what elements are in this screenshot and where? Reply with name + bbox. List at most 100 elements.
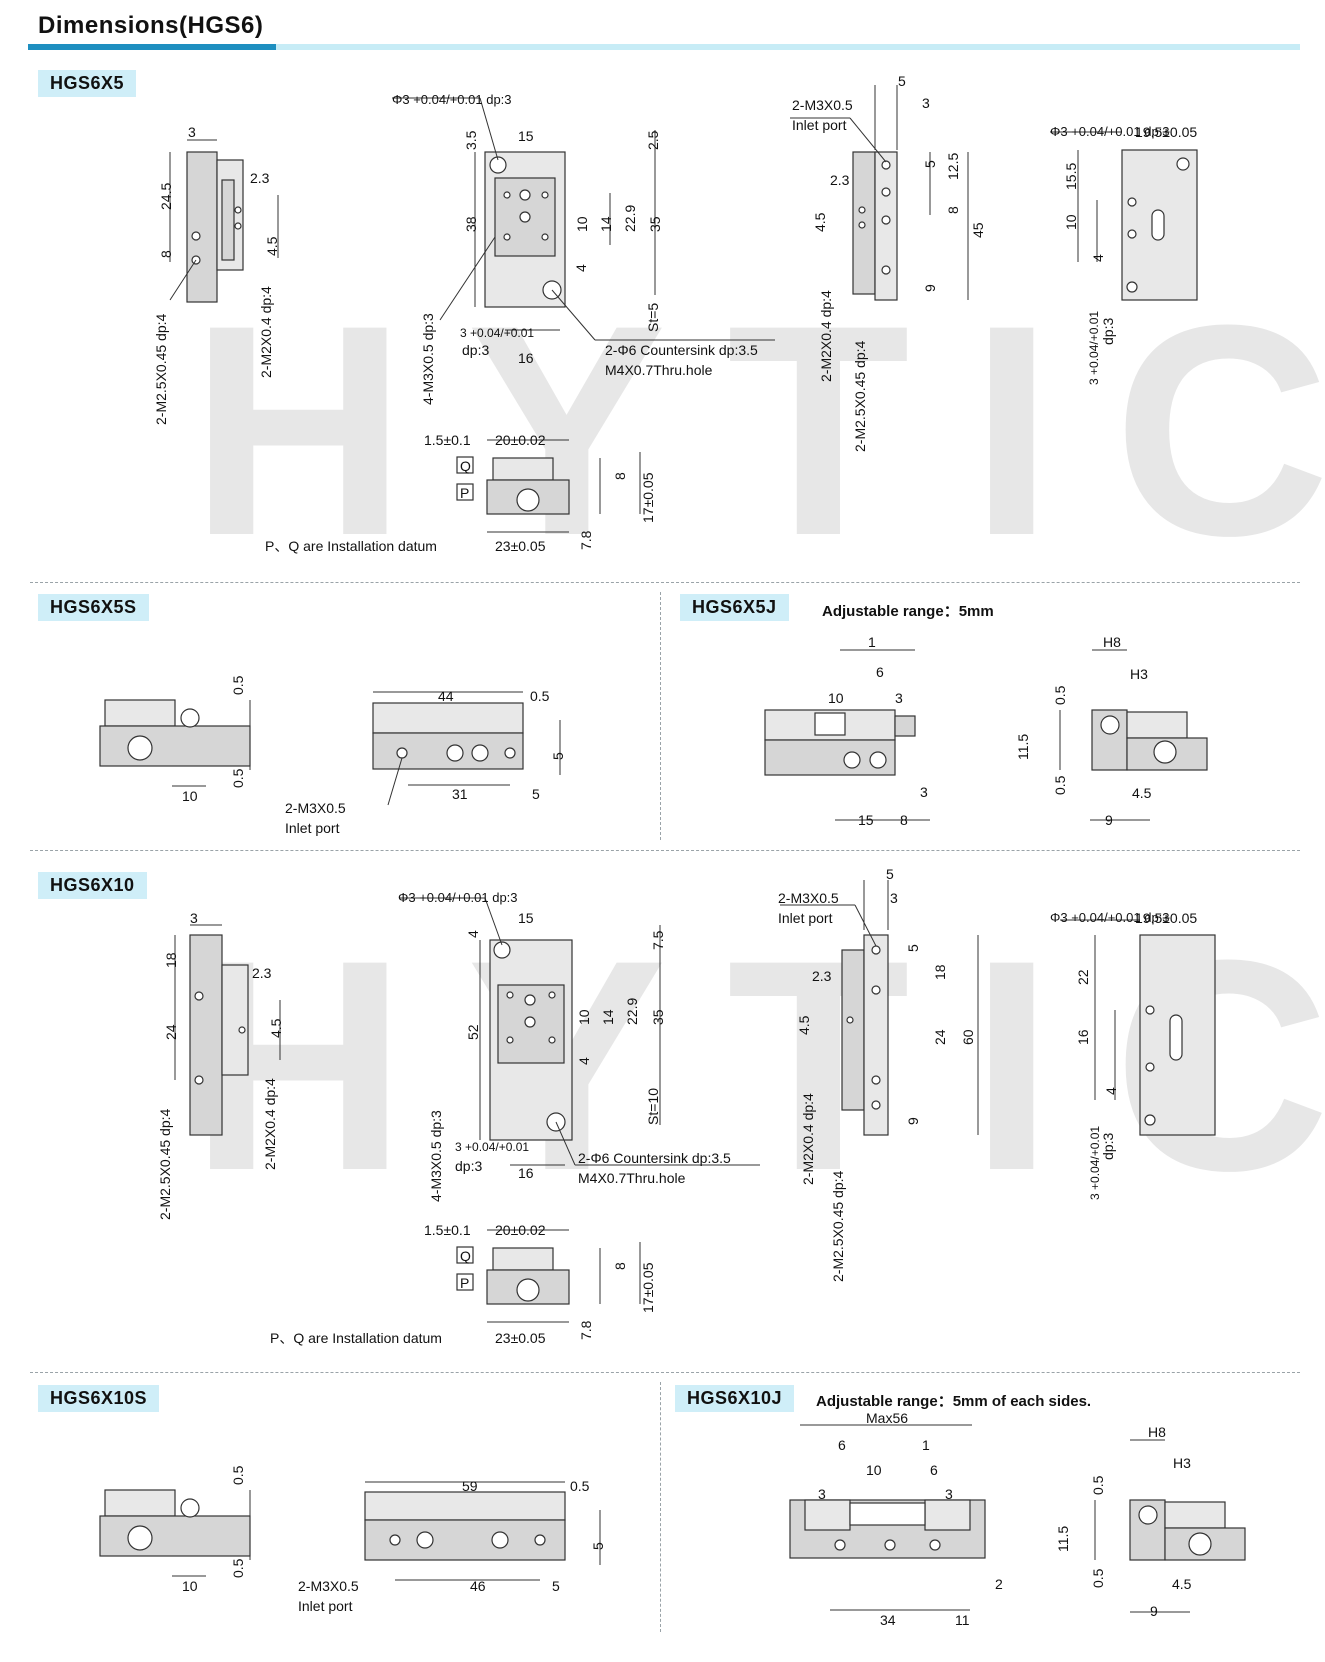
callout-thru-hole: M4X0.7Thru.hole	[605, 362, 713, 378]
dim-label: 24.5	[158, 182, 174, 210]
dim-label: 31	[452, 786, 468, 802]
hgs6x5-front-view	[790, 85, 969, 301]
section-tag-hgs6x10j: HGS6X10J	[675, 1385, 795, 1412]
dim-label: 4.5	[796, 1015, 812, 1035]
callout-m3x4-10: 4-M3X0.5 dp:3	[428, 1110, 444, 1202]
separator-v1	[660, 592, 661, 840]
dim-label: 3	[890, 890, 898, 906]
separator-3	[30, 1372, 1300, 1373]
dim-label: 10	[182, 788, 198, 804]
dim-label: 7.8	[578, 530, 594, 550]
hgs6x5j-side-view	[764, 649, 930, 821]
dim-label: 10	[828, 690, 844, 706]
dim-h8-5j: H8	[1103, 634, 1121, 650]
dim-label: 15	[518, 910, 534, 926]
hgs6x5-back-view	[1050, 131, 1198, 301]
dim-label: 5	[532, 786, 540, 802]
dim-label: 5	[922, 160, 938, 168]
dim-label: dp:3	[462, 342, 490, 358]
datum-q: Q	[460, 458, 471, 474]
dim-label: 4.5	[268, 1018, 284, 1038]
dim-label: 5	[898, 73, 906, 89]
dim-label: 4	[465, 930, 481, 938]
stroke-label-5: St=5	[645, 302, 661, 332]
title-underline-accent	[28, 44, 276, 50]
dim-label: 15.5	[1063, 162, 1079, 190]
dim-label: 18	[163, 952, 179, 968]
dim-label: 3.5	[463, 130, 479, 150]
dim-label: 10	[574, 216, 590, 232]
dim-h8-10j: H8	[1148, 1424, 1166, 1440]
dim-label: 0.5	[230, 768, 246, 788]
hgs6x10-end-view	[456, 1229, 641, 1323]
hgs6x10j-side-view	[789, 1424, 986, 1611]
dim-label: dp:3	[455, 1158, 483, 1174]
dim-label: 4.5	[264, 236, 280, 256]
dim-label: 8	[900, 812, 908, 828]
hgs6x5-end-view	[456, 439, 641, 533]
dim-label: 23±0.05	[495, 538, 546, 554]
dim-label: 3	[190, 910, 198, 926]
dim-label: 3	[922, 95, 930, 111]
callout-m3-inlet-5s: 2-M3X0.5	[285, 800, 346, 816]
dim-label: 4.5	[812, 212, 828, 232]
dim-label: dp:3	[1100, 317, 1116, 345]
dim-label: 22.9	[624, 997, 640, 1025]
adjustable-range-note-10j: Adjustable range：5mm of each sides.	[816, 1393, 1092, 1410]
dim-label: 34	[880, 1612, 896, 1628]
hgs6x10-top-view	[400, 897, 760, 1166]
dim-label: 5	[550, 752, 566, 760]
dim-label: 60	[960, 1029, 976, 1045]
dim-label: 3	[945, 1486, 953, 1502]
dim-label: 0.5	[230, 1465, 246, 1485]
callout-m25-front: 2-M2.5X0.45 dp:4	[852, 340, 868, 452]
datum-note: P、Q are Installation datum	[265, 538, 437, 554]
section-tag-hgs6x10: HGS6X10	[38, 872, 147, 899]
section-tag-hgs6x5j: HGS6X5J	[680, 594, 789, 621]
dim-label: 35	[647, 216, 663, 232]
dim-label: 15	[518, 128, 534, 144]
callout-m2-front-10: 2-M2X0.4 dp:4	[800, 1093, 816, 1185]
callout-m2-front: 2-M2X0.4 dp:4	[818, 290, 834, 382]
separator-v2	[660, 1382, 661, 1632]
hgs6x10s-end-view	[99, 1489, 251, 1577]
dim-label: 15	[858, 812, 874, 828]
dim-label: 5	[552, 1578, 560, 1594]
dim-label: 3	[818, 1486, 826, 1502]
dim-label: 5	[905, 944, 921, 952]
hgs6x5-side-view	[169, 139, 279, 303]
callout-phi3-back: Φ3 +0.04/+0.01 dp:3	[1050, 124, 1170, 139]
section-tag-hgs6x10s: HGS6X10S	[38, 1385, 160, 1412]
separator-2	[30, 850, 1300, 851]
dim-label: 11	[955, 1612, 970, 1628]
section-tag-hgs6x5: HGS6X5	[38, 70, 137, 97]
callout-m25: 2-M2.5X0.45 dp:4	[153, 313, 169, 425]
dim-label: 9	[1150, 1603, 1158, 1619]
dim-label: 22	[1075, 969, 1091, 985]
dim-label: 52	[465, 1024, 481, 1040]
dim-label: 2.3	[830, 172, 850, 188]
hgs6x5j-end-view	[1059, 649, 1208, 821]
callout-m2: 2-M2X0.4 dp:4	[258, 286, 274, 378]
dim-h3-10j: H3	[1173, 1455, 1191, 1471]
dim-label: 19.5±0.05	[1135, 910, 1198, 926]
dim-label: 12.5	[945, 152, 961, 180]
section-tag-hgs6x5s: HGS6X5S	[38, 594, 149, 621]
dim-label: 8	[612, 472, 628, 480]
dim-label: 9	[922, 284, 938, 292]
dim-label: 2.3	[812, 968, 832, 984]
dim-label: 3	[188, 124, 196, 140]
title-underline	[276, 44, 1300, 50]
hgs6x10j-end-view	[1094, 1439, 1246, 1613]
dim-label: 10	[866, 1462, 882, 1478]
dim-label: 2.3	[252, 965, 272, 981]
dim-label: 46	[470, 1578, 486, 1594]
dim-label: 35	[650, 1009, 666, 1025]
dim-label: 14	[598, 216, 614, 232]
dim-label: 6	[876, 664, 884, 680]
dim-label: 19.5±0.05	[1135, 124, 1198, 140]
adjustable-range-note-5j: Adjustable range：5mm	[822, 603, 994, 620]
dim-label: 24	[932, 1029, 948, 1045]
dim-label: 7.8	[578, 1320, 594, 1340]
